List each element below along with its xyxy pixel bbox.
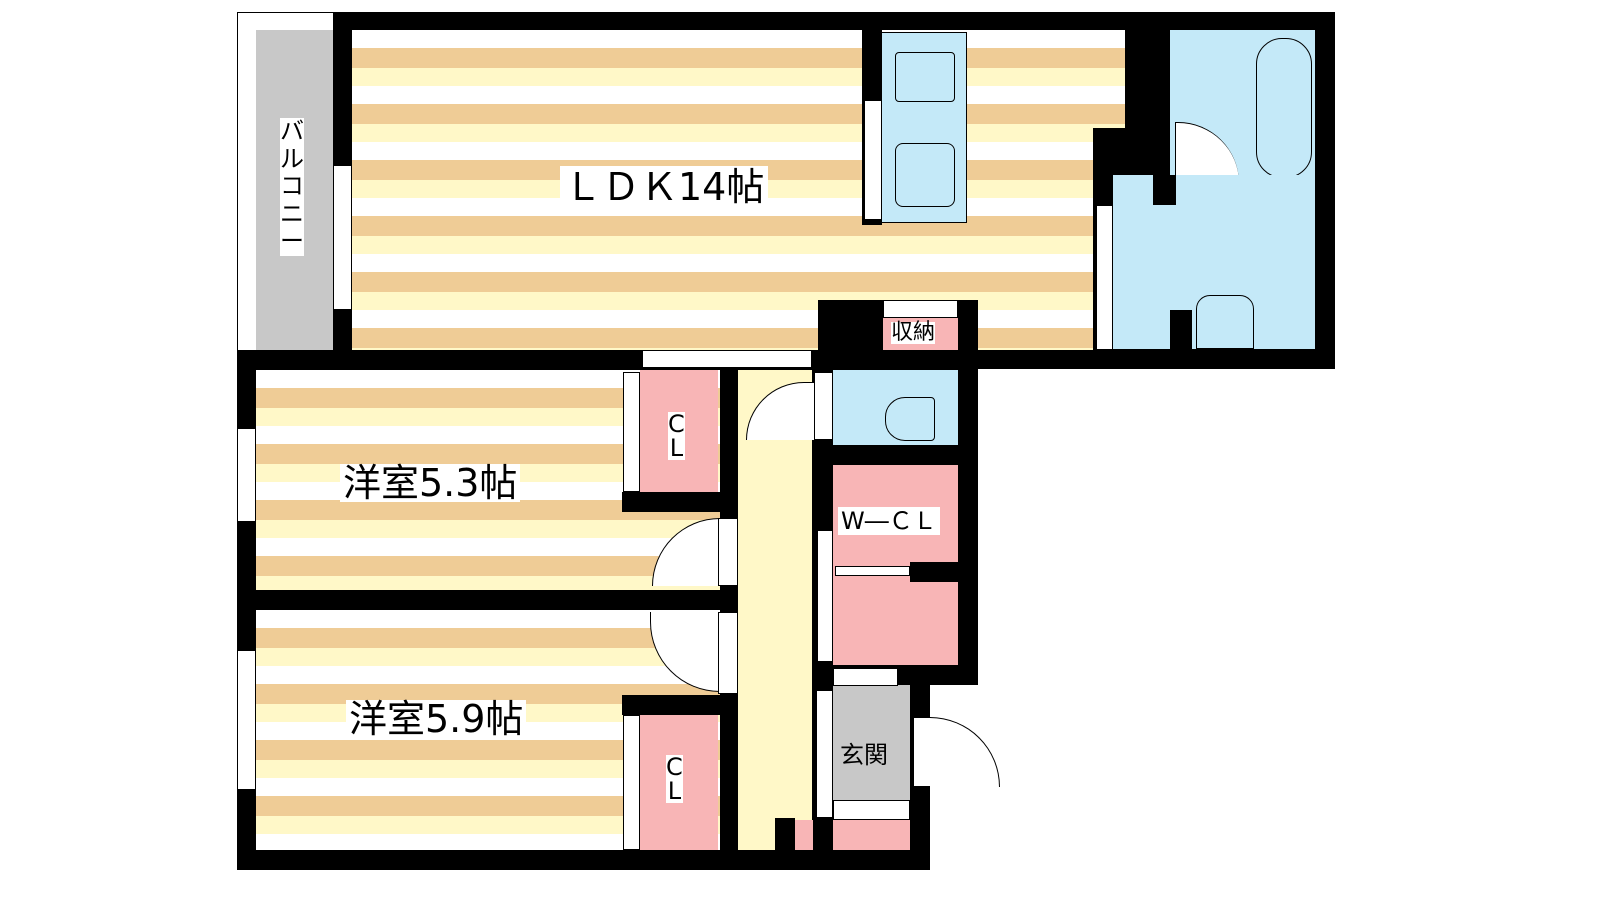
toilet-icon	[885, 397, 935, 441]
storage-label: 収納	[891, 320, 936, 345]
washroom-fill	[1241, 180, 1315, 205]
small-storage	[795, 820, 813, 850]
washroom-wall	[1153, 175, 1176, 205]
bedroom2-door-frame	[718, 612, 738, 694]
hallway-wall-stub	[775, 818, 795, 850]
wcl-label: W―ＣＬ	[838, 507, 940, 535]
bedroom1-label: 洋室5.3帖	[340, 464, 521, 502]
ldk-window	[333, 165, 352, 310]
ldk-sliding-door[interactable]	[642, 350, 812, 368]
closet2-door[interactable]	[623, 715, 640, 850]
bedroom2-closet-wall	[622, 695, 738, 715]
entrance	[833, 685, 910, 815]
front-door-frame	[913, 717, 931, 787]
entrance-side-door[interactable]	[816, 690, 833, 818]
closet2-label-c: C	[666, 753, 683, 781]
shoe-storage	[833, 820, 910, 850]
storage-door[interactable]	[883, 300, 958, 318]
bedroom2-label: 洋室5.9帖	[346, 700, 527, 738]
entrance-step	[833, 800, 910, 820]
closet2-label-l: L	[667, 777, 682, 805]
wcl-sliding-door[interactable]	[817, 530, 833, 662]
entrance-shelf	[833, 668, 898, 686]
bedroom2-window	[237, 650, 256, 790]
washroom-sliding-door[interactable]	[1096, 205, 1113, 350]
bathtub-icon	[1256, 38, 1312, 178]
hallway	[738, 370, 812, 850]
closet1-label-l: L	[669, 434, 684, 462]
closet1-door[interactable]	[623, 372, 640, 492]
bedroom1-closet-wall	[622, 492, 738, 512]
toilet-door-frame	[814, 372, 833, 440]
kitchen-counter-edge	[864, 100, 882, 220]
closet1-label-c: C	[668, 410, 685, 438]
wcl-shelf	[835, 566, 910, 576]
bedroom1-window	[237, 428, 256, 522]
stove-icon	[895, 52, 955, 102]
balcony-label: バルコニー	[280, 117, 304, 256]
wcl-wall-stub	[910, 562, 958, 582]
washroom-wall-stub	[1170, 310, 1192, 350]
entrance-label: 玄関	[840, 741, 888, 769]
ldk-label: ＬＤＫ14帖	[560, 166, 769, 208]
bedroom1-door-frame	[718, 518, 738, 586]
washbasin-icon	[1196, 295, 1254, 349]
sink-icon	[895, 143, 955, 207]
